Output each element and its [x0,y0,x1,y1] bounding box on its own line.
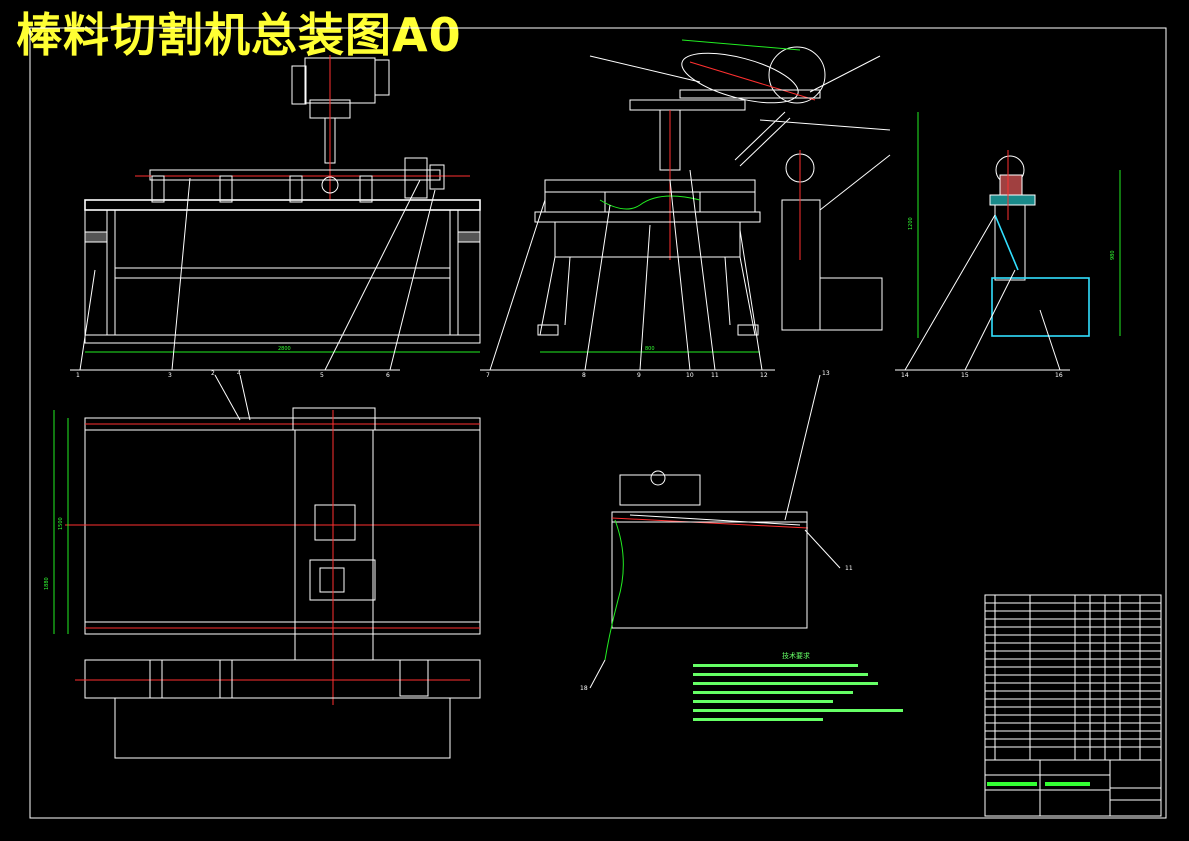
svg-text:1500: 1500 [58,517,64,530]
leader-lines-front: 1 3 5 6 [70,177,436,379]
detail-view: 13 11 18 [580,370,853,692]
svg-text:3: 3 [168,372,172,379]
section-view: 980 14 15 16 [895,150,1121,379]
svg-text:11: 11 [845,565,853,572]
svg-text:800: 800 [645,346,655,352]
leader-lines-side: 7 8 9 10 11 12 [480,55,891,379]
svg-text:2800: 2800 [278,346,291,352]
svg-text:7: 7 [486,372,490,379]
plan-view: 1880 1500 2 4 [44,370,481,759]
svg-text:15: 15 [961,372,969,379]
side-view: 800 1200 [534,39,919,353]
drawing-title: 棒料切割机总装图A0 [16,8,462,62]
svg-text:8: 8 [582,372,586,379]
technical-notes: 技术要求 [693,651,903,721]
drawing-border [29,27,1167,819]
svg-text:4: 4 [237,370,241,377]
svg-text:14: 14 [901,372,909,379]
svg-text:9: 9 [637,372,641,379]
svg-text:2: 2 [211,370,215,377]
notes-heading: 技术要求 [782,651,810,660]
svg-text:18: 18 [580,685,588,692]
svg-text:1: 1 [76,372,80,379]
svg-text:1200: 1200 [908,217,914,230]
title-block [984,594,1162,817]
svg-text:11: 11 [711,372,719,379]
svg-text:6: 6 [386,372,390,379]
svg-text:12: 12 [760,372,768,379]
svg-text:16: 16 [1055,372,1063,379]
front-view: 2800 [84,55,481,353]
svg-text:980: 980 [1110,250,1116,260]
svg-text:5: 5 [320,372,324,379]
svg-text:10: 10 [686,372,694,379]
svg-text:1880: 1880 [44,577,50,590]
svg-text:13: 13 [822,370,830,377]
